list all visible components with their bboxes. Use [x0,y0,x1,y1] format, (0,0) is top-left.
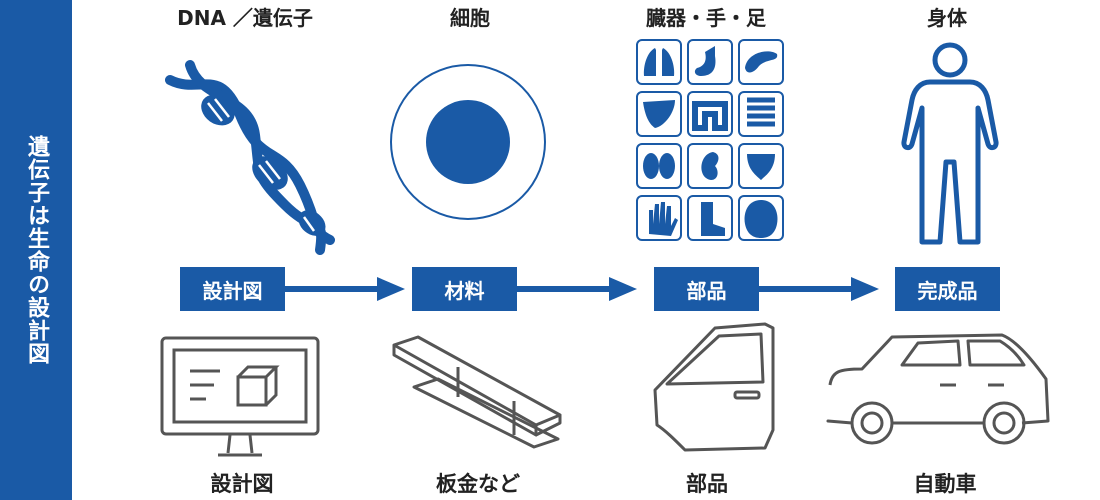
flow-arrow-1 [285,277,405,301]
stage-parts-label: 部品 [686,278,727,303]
stage-material-label: 材料 [444,278,485,303]
stage-blueprint-label: 設計図 [202,278,263,303]
cell-icon [390,64,546,220]
dna-icon [165,60,335,255]
sidebar-title: 遺伝子は生命の設計図 [24,135,49,365]
stage-parts: 部品 [654,267,759,311]
lungs-icon [643,48,675,76]
car-icon [826,333,1050,445]
stage-finished-product: 完成品 [895,267,1000,311]
colon-icon [692,101,728,131]
kidneys-icon [643,153,675,179]
label-dna-gene: DNA ／遺伝子 [177,6,313,30]
kidney-icon [701,152,719,180]
label-parts: 部品 [686,472,728,496]
flow-arrow-3 [759,277,879,301]
stomach-icon [694,46,716,76]
hand-icon [649,202,678,236]
bladder-icon [747,154,775,180]
intestine-icon [747,97,775,127]
flow-arrow-2 [517,277,637,301]
stage-finished-label: 完成品 [917,278,978,303]
sidebar: 遺伝子は生命の設計図 [0,0,72,500]
label-cell: 細胞 [450,6,490,30]
human-body-icon [901,42,999,245]
foot-icon [701,202,725,236]
label-body: 身体 [927,6,967,30]
stage-material: 材料 [412,267,517,311]
liver-icon [643,100,675,128]
label-car: 自動車 [913,472,977,496]
stage-blueprint: 設計図 [180,267,285,311]
monitor-icon [160,336,320,457]
car-door-icon [653,322,775,452]
label-organs: 臓器・手・足 [646,6,766,30]
organ-grid [636,39,784,241]
steel-beam-icon [392,335,562,449]
pancreas-icon [745,51,778,73]
label-sheet-metal: 板金など [436,472,520,496]
head-icon [744,200,778,238]
label-blueprint: 設計図 [210,472,274,496]
